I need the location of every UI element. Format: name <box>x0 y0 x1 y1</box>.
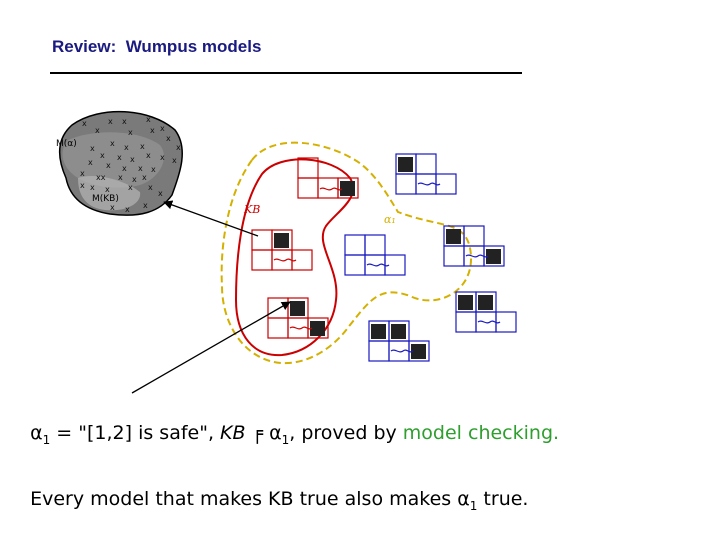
svg-text:x: x <box>90 144 95 153</box>
svg-text:x: x <box>146 151 151 160</box>
svg-text:x: x <box>172 156 177 165</box>
svg-text:x: x <box>128 128 133 137</box>
statement-line: α1 = "[1,2] is safe", KB ╒ α1, proved by… <box>18 400 559 447</box>
arrow-to-kb-region <box>163 200 259 237</box>
svg-text:x: x <box>110 139 115 148</box>
svg-text:x: x <box>158 189 163 198</box>
svg-text:x: x <box>122 164 127 173</box>
svg-text:x: x <box>150 126 155 135</box>
explanation-line: Every model that makes KB true also make… <box>18 466 528 513</box>
svg-text:xx: xx <box>96 173 106 182</box>
svg-text:x: x <box>125 205 130 214</box>
explanation-before: Every model that makes KB true also make… <box>30 488 458 510</box>
svg-text:x: x <box>80 169 85 178</box>
alpha-subscript-2: 1 <box>281 432 290 447</box>
model-grid-out-3 <box>455 291 517 333</box>
arrow-to-kb-model <box>131 301 291 394</box>
svg-text:x: x <box>130 155 135 164</box>
svg-text:x: x <box>148 183 153 192</box>
model-grid-out-1 <box>395 153 457 195</box>
svg-text:x: x <box>142 173 147 182</box>
alpha-symbol-2: α <box>269 422 282 444</box>
svg-text:x: x <box>95 126 100 135</box>
title-underline <box>50 72 522 74</box>
svg-text:x: x <box>88 158 93 167</box>
m-kb-label: M(KB) <box>92 194 119 204</box>
entails-symbol: ╒ <box>245 422 270 444</box>
model-grid-kb-2 <box>251 229 313 271</box>
model-checking-highlight: model checking. <box>402 422 560 444</box>
svg-text:x: x <box>110 203 115 212</box>
model-grid-alpha-2 <box>368 320 430 362</box>
svg-text:x: x <box>160 153 165 162</box>
model-grid-alpha-1 <box>344 234 406 276</box>
svg-text:x: x <box>118 173 123 182</box>
svg-text:x: x <box>160 124 165 133</box>
svg-text:x: x <box>80 181 85 190</box>
svg-text:x: x <box>128 183 133 192</box>
svg-text:x: x <box>100 151 105 160</box>
svg-text:x: x <box>143 201 148 210</box>
svg-text:x: x <box>122 117 127 126</box>
alpha1-label: α₁ <box>384 213 396 226</box>
svg-text:x: x <box>140 142 145 151</box>
svg-text:x: x <box>176 143 181 152</box>
statement-quote: = "[1,2] is safe", <box>50 422 221 444</box>
svg-text:x: x <box>166 134 171 143</box>
statement-rest: , proved by <box>289 422 403 444</box>
alpha1-region-outline <box>220 141 473 365</box>
svg-text:x: x <box>151 165 156 174</box>
model-grid-kb-3 <box>267 297 329 339</box>
slide-title: Review: Wumpus models <box>52 37 262 56</box>
svg-text:x: x <box>108 117 113 126</box>
alpha-symbol: α <box>30 422 43 444</box>
alpha-subscript-3: 1 <box>469 498 478 513</box>
svg-text:x: x <box>105 185 110 194</box>
svg-text:x: x <box>117 153 122 162</box>
model-grid-out-2 <box>443 225 505 267</box>
model-grid-kb-1 <box>297 157 359 199</box>
alpha-symbol-3: α <box>457 488 470 510</box>
kb-term: KB <box>220 422 246 444</box>
model-space-blob <box>58 110 183 216</box>
kb-label: KB <box>243 203 260 216</box>
alpha-subscript: 1 <box>42 432 51 447</box>
svg-text:x: x <box>106 161 111 170</box>
svg-text:x: x <box>132 175 137 184</box>
svg-text:x: x <box>146 115 151 124</box>
svg-text:x: x <box>138 164 143 173</box>
svg-text:x: x <box>90 183 95 192</box>
explanation-after: true. <box>477 488 529 510</box>
svg-text:x: x <box>124 143 129 152</box>
svg-text:x: x <box>82 119 87 128</box>
m-alpha-label: M(α) <box>56 139 77 149</box>
